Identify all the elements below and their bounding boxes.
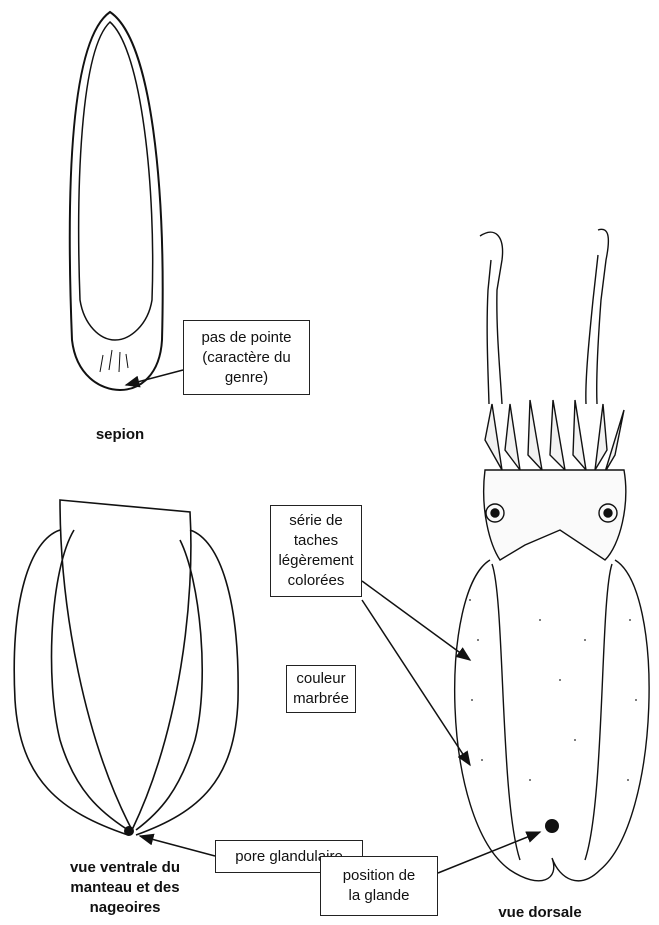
label-pas-de-pointe: pas de pointe (caractère du genre) xyxy=(183,320,310,395)
arrow-position-glande xyxy=(438,832,540,873)
arrow-serie-1 xyxy=(362,581,470,660)
dorsal-stipple xyxy=(469,599,637,781)
arrow-serie-2 xyxy=(362,600,470,765)
label-position-glande: position de la glande xyxy=(320,856,438,916)
caption-sepion: sepion xyxy=(75,425,165,445)
sepion-drawing xyxy=(70,12,163,390)
arrow-pas-de-pointe xyxy=(126,370,183,385)
arrow-pore xyxy=(140,836,215,856)
label-serie-taches: série de taches légèrement colorées xyxy=(270,505,362,597)
caption-vue-ventrale: vue ventrale du manteau et des nageoires xyxy=(25,858,225,918)
ventral-mantle-drawing xyxy=(14,500,238,835)
gland-position-mark xyxy=(545,819,559,833)
caption-vue-dorsale: vue dorsale xyxy=(475,903,605,923)
label-couleur-marbree: couleur marbrée xyxy=(286,665,356,713)
pore-glandulaire-dot xyxy=(124,826,134,836)
dorsal-cuttlefish-drawing xyxy=(455,229,649,880)
